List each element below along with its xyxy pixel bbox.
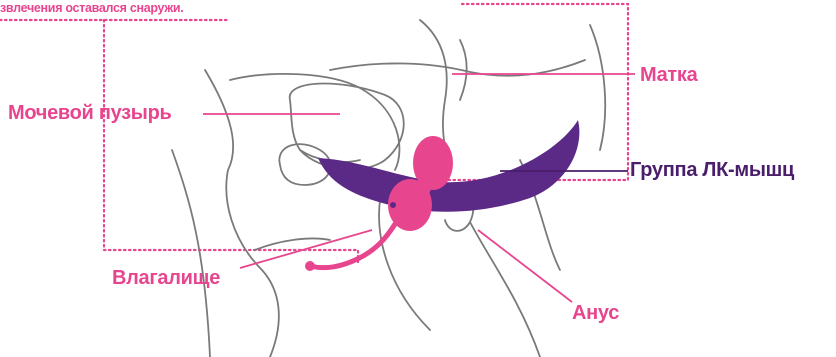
top-caption: звлечения оставался снаружи. (0, 2, 183, 15)
ball-marker (390, 202, 396, 208)
pelvic-bone-outline (230, 74, 399, 170)
anus-label: Анус (572, 303, 619, 323)
back-outline (590, 25, 605, 150)
right-leg-outline (470, 222, 540, 357)
labia-outline (255, 238, 330, 250)
dotted-guides (0, 4, 628, 262)
left-bracket-guide (104, 20, 358, 262)
vagina-label: Влагалище (112, 268, 220, 288)
bladder-outline (290, 84, 404, 170)
bladder-label: Мочевой пузырь (8, 103, 172, 123)
uterus-label: Матка (640, 65, 697, 85)
left-thigh-outline (205, 70, 279, 357)
cord-end (305, 261, 315, 271)
pc-muscles-label: Группа ЛК-мышц (630, 160, 794, 180)
left-leg-outline (172, 150, 210, 357)
